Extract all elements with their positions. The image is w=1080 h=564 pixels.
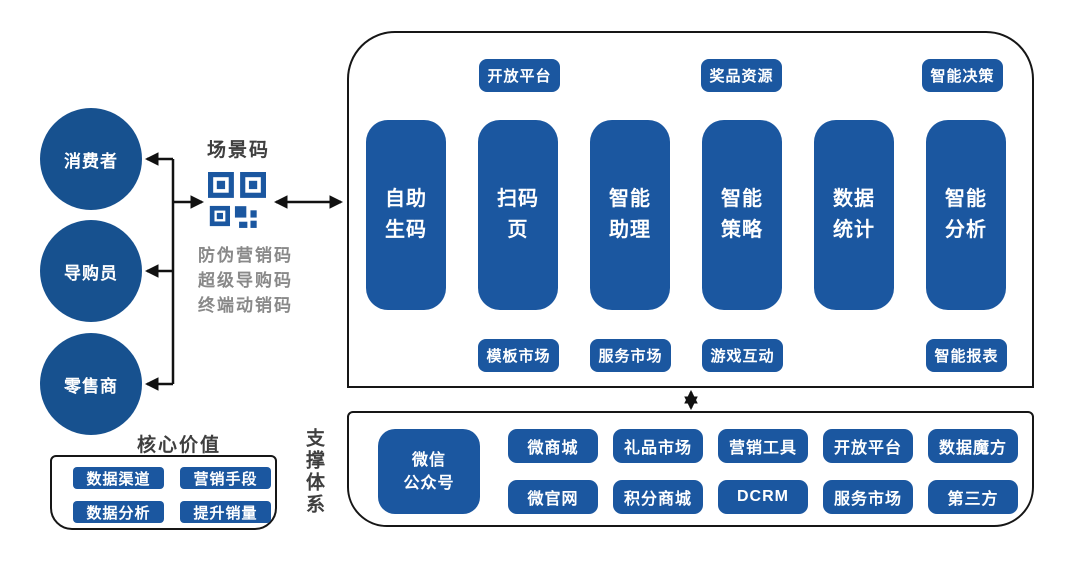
top-tag-prize-resources: 奖品资源	[701, 59, 782, 92]
core-value-item-boost-sales: 提升销量	[180, 501, 271, 523]
support-item-gift-market: 礼品市场	[613, 429, 703, 463]
bottom-tag-game-interaction: 游戏互动	[702, 339, 783, 372]
module-data-statistics: 数据 统计	[814, 120, 894, 310]
code-type-terminal-sales: 终端动销码	[198, 296, 293, 315]
top-tag-smart-decision: 智能决策	[922, 59, 1003, 92]
support-item-points-mall: 积分商城	[613, 480, 703, 514]
bottom-tag-template-market: 模板市场	[478, 339, 559, 372]
wechat-official-account: 微信 公众号	[378, 429, 480, 514]
actor-circle-retailer: 零售商	[40, 333, 142, 435]
support-item-dcrm: DCRM	[718, 480, 808, 514]
platform-main-box	[347, 31, 1034, 388]
support-system-label: 支撑体系	[303, 428, 324, 516]
scene-code-title: 场景码	[207, 140, 271, 161]
code-type-anti-fake: 防伪营销码	[198, 246, 293, 265]
core-value-item-data-channel: 数据渠道	[73, 467, 164, 489]
support-item-third-party: 第三方	[928, 480, 1018, 514]
core-value-item-marketing-method: 营销手段	[180, 467, 271, 489]
support-item-service-market: 服务市场	[823, 480, 913, 514]
actor-circle-consumer: 消费者	[40, 108, 142, 210]
actor-circle-shopping-guide: 导购员	[40, 220, 142, 322]
module-smart-strategy: 智能 策略	[702, 120, 782, 310]
bottom-tag-service-market: 服务市场	[590, 339, 671, 372]
module-self-code-generation: 自助 生码	[366, 120, 446, 310]
support-item-open-platform: 开放平台	[823, 429, 913, 463]
module-smart-analysis: 智能 分析	[926, 120, 1006, 310]
support-item-marketing-tools: 营销工具	[718, 429, 808, 463]
module-smart-assistant: 智能 助理	[590, 120, 670, 310]
core-value-item-data-analysis: 数据分析	[73, 501, 164, 523]
module-scan-page: 扫码 页	[478, 120, 558, 310]
support-item-data-cube: 数据魔方	[928, 429, 1018, 463]
code-type-super-guide: 超级导购码	[198, 271, 293, 290]
core-value-title: 核心价值	[137, 435, 222, 456]
bottom-tag-smart-report: 智能报表	[926, 339, 1007, 372]
top-tag-open-platform: 开放平台	[479, 59, 560, 92]
support-item-micro-mall: 微商城	[508, 429, 598, 463]
qr-code-icon	[208, 172, 266, 228]
support-item-micro-website: 微官网	[508, 480, 598, 514]
